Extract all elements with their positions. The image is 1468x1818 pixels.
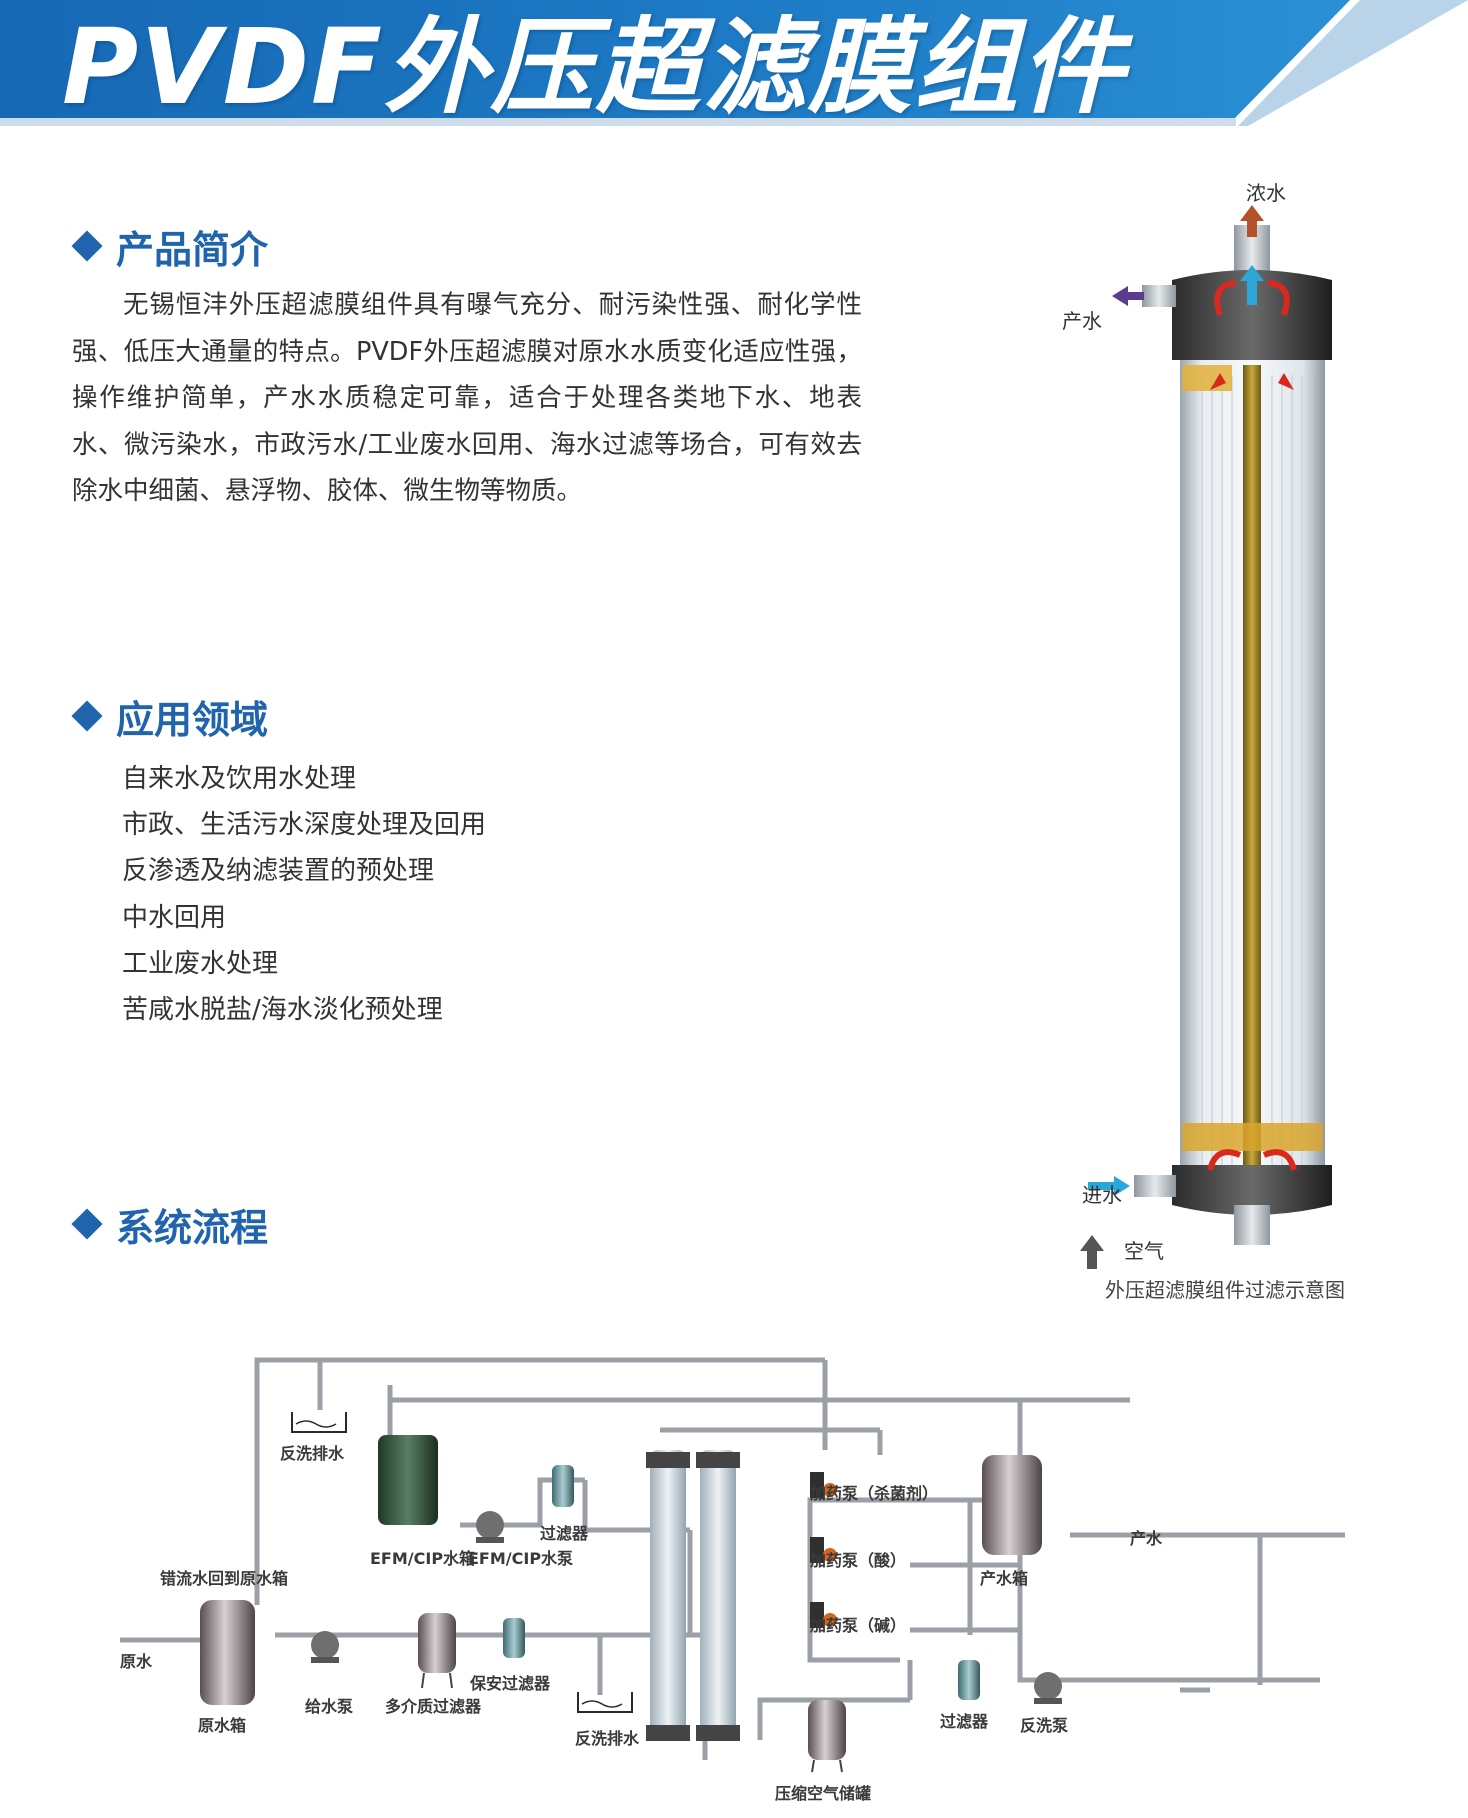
- label-feed: 进水: [1082, 1183, 1122, 1207]
- label-dosing-bactericide: 加药泵（杀菌剂）: [810, 1484, 939, 1503]
- membrane-module-illustration: 浓水 产水 进水 空气: [1060, 165, 1420, 1285]
- label-raw-tank: 原水箱: [198, 1716, 247, 1735]
- module-caption: 外压超滤膜组件过滤示意图: [1105, 1278, 1345, 1302]
- list-item: 苦咸水脱盐/海水淡化预处理: [122, 995, 443, 1026]
- label-product-out: 产水: [1130, 1529, 1163, 1548]
- label-backwash-pump: 反洗泵: [1020, 1716, 1069, 1735]
- section-heading-apps: 应用领域: [71, 692, 268, 742]
- diamond-bullet-icon: [71, 230, 103, 262]
- banner-background: [0, 0, 1468, 126]
- label-product: 产水: [1062, 309, 1102, 333]
- flow-diagram-drawing: [120, 1357, 1345, 1773]
- section-heading-flow: 系统流程: [71, 1200, 268, 1250]
- label-efm-pump: EFM/CIP水泵: [468, 1549, 574, 1568]
- section-heading-intro: 产品简介: [71, 222, 268, 272]
- flow-heading-text: 系统流程: [116, 1205, 269, 1250]
- apps-heading-text: 应用领域: [116, 697, 269, 742]
- label-filter-bottom: 过滤器: [940, 1712, 989, 1731]
- system-flow-diagram: 反洗排水 错流水回到原水箱 EFM/CIP水箱 EFM/CIP水泵 过滤器 加药…: [120, 1340, 1360, 1803]
- label-raw-water: 原水: [120, 1652, 153, 1671]
- application-list: 自来水及饮用水处理 市政、生活污水深度处理及回用 反渗透及纳滤装置的预处理 中水…: [122, 756, 486, 1033]
- label-crossflow-return: 错流水回到原水箱: [160, 1569, 289, 1588]
- label-product-tank: 产水箱: [980, 1569, 1029, 1588]
- label-multimedia-filter: 多介质过滤器: [385, 1697, 482, 1716]
- page-title: PVDF外压超滤膜组件: [62, 6, 1127, 128]
- label-security-filter: 保安过滤器: [470, 1674, 551, 1693]
- label-concentrate: 浓水: [1246, 181, 1286, 205]
- intro-paragraph: 无锡恒沣外压超滤膜组件具有曝气充分、耐污染性强、耐化学性强、低压大通量的特点。P…: [72, 290, 862, 506]
- intro-heading-text: 产品简介: [116, 227, 269, 272]
- diamond-bullet-icon: [71, 1208, 103, 1240]
- label-filter-top: 过滤器: [540, 1524, 589, 1543]
- label-air: 空气: [1124, 1239, 1164, 1263]
- list-item: 市政、生活污水深度处理及回用: [122, 810, 487, 841]
- label-feed-pump: 给水泵: [305, 1697, 354, 1716]
- list-item: 自来水及饮用水处理: [122, 764, 357, 794]
- label-efm-tank: EFM/CIP水箱: [370, 1549, 476, 1568]
- list-item: 工业废水处理: [122, 948, 279, 979]
- title-banner: PVDF外压超滤膜组件: [0, 0, 1468, 150]
- diamond-bullet-icon: [71, 700, 103, 732]
- label-air-tank: 压缩空气储罐: [775, 1784, 872, 1803]
- label-dosing-alkali: 加药泵（碱）: [810, 1616, 907, 1635]
- membrane-module-drawing: [1080, 205, 1332, 1269]
- label-backwash-drain-top: 反洗排水: [280, 1444, 345, 1463]
- label-backwash-drain-bottom: 反洗排水: [575, 1729, 640, 1748]
- list-item: 中水回用: [122, 902, 227, 933]
- label-dosing-acid: 加药泵（酸）: [810, 1551, 907, 1570]
- list-item: 反渗透及纳滤装置的预处理: [122, 856, 435, 887]
